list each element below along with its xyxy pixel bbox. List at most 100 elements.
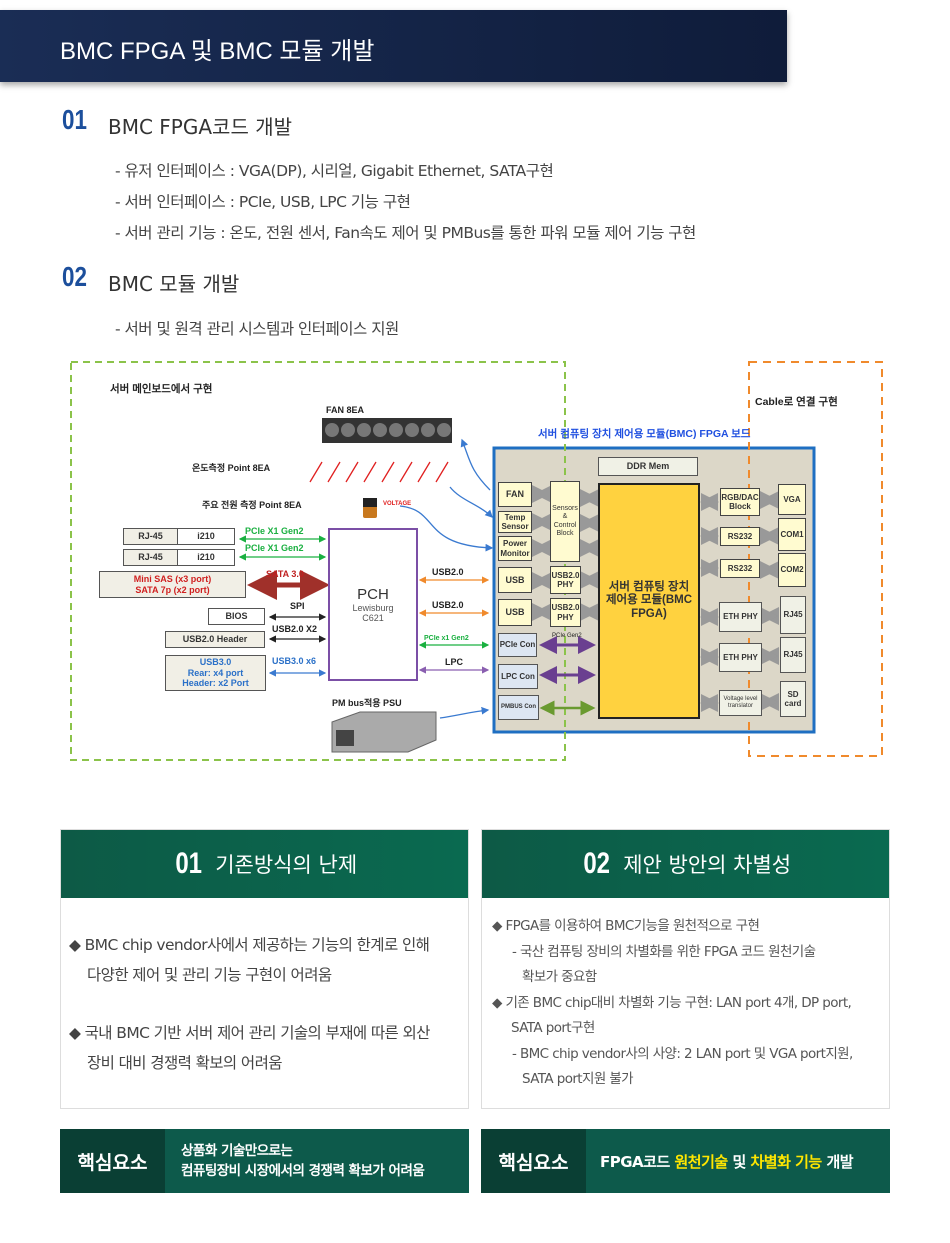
page-title: BMC FPGA 및 BMC 모듈 개발 bbox=[60, 38, 375, 65]
solution-panel: 02 제안 방안의 차별성 ◆ FPGA를 이용하여 BMC기능을 원천적으로 구… bbox=[481, 829, 890, 1109]
sata-label: SATA 3.0 bbox=[266, 569, 304, 579]
bullet: - 서버 및 원격 관리 시스템과 인터페이스 지원 bbox=[115, 320, 399, 338]
lpc-label: LPC bbox=[445, 657, 463, 667]
page-header: BMC FPGA 및 BMC 모듈 개발 bbox=[0, 10, 787, 82]
voltage-translator-box: Voltage level translator bbox=[719, 690, 762, 716]
pcie-label: PCIe X1 Gen2 bbox=[245, 526, 304, 536]
problem-panel: 01 기존방식의 난제 ◆ BMC chip vendor사에서 제공하는 기능의… bbox=[60, 829, 469, 1109]
pcie-label: PCIe X1 Gen2 bbox=[245, 543, 304, 553]
panel-line: ◆ 기존 BMC chip대비 차별화 기능 구현: LAN port 4개, … bbox=[492, 994, 852, 1011]
section-title: BMC FPGA코드 개발 bbox=[108, 115, 293, 139]
lpc-con-box: LPC Con bbox=[498, 664, 538, 689]
key-text: 개발 bbox=[826, 1152, 854, 1171]
power-label: 주요 전원 측정 Point 8EA bbox=[202, 500, 302, 510]
panel-title: 기존방식의 난제 bbox=[215, 853, 358, 877]
pmbus-con-box: PMBUS Con bbox=[498, 695, 539, 720]
fan-box: FAN bbox=[498, 482, 532, 507]
panel-line: ◆ FPGA를 이용하여 BMC기능을 원천적으로 구현 bbox=[492, 918, 760, 934]
battery-icon bbox=[363, 498, 377, 518]
key-text: 및 bbox=[732, 1152, 746, 1171]
bios-box: BIOS bbox=[208, 608, 265, 625]
key-text: 상품화 기술만으로는 bbox=[181, 1143, 293, 1159]
key-highlight: 원천기술 bbox=[674, 1152, 729, 1171]
i210-box: i210 bbox=[177, 549, 235, 566]
panel-line: 다양한 제어 및 관리 기능 구현이 어려움 bbox=[87, 966, 332, 984]
panel-line: 확보가 중요함 bbox=[522, 969, 597, 985]
panel-line: 장비 대비 경쟁력 확보의 어려움 bbox=[87, 1054, 282, 1072]
sas-text: Mini SAS (x3 port) bbox=[133, 574, 212, 585]
voltage-label: VOLTAGE bbox=[383, 501, 412, 507]
panel-line: SATA port지원 불가 bbox=[522, 1071, 634, 1087]
usb2-x2-label: USB2.0 X2 bbox=[272, 624, 318, 634]
rj45-port-box: RJ45 bbox=[780, 596, 806, 634]
mainboard-label: 서버 메인보드에서 구현 bbox=[110, 383, 213, 395]
usb20-label: USB2.0 bbox=[432, 567, 464, 577]
pcie-small-label: PCIe x1 Gen2 bbox=[424, 635, 469, 642]
panel-number: 01 bbox=[175, 847, 202, 880]
key-label: 핵심요소 bbox=[60, 1129, 165, 1193]
key-text: FPGA코드 bbox=[600, 1152, 670, 1171]
panel-body: ◆ BMC chip vendor사에서 제공하는 기능의 한계로 인해 다양한… bbox=[61, 898, 468, 1078]
usb3-text: USB3.0 bbox=[199, 657, 232, 668]
bullet: - 서버 인터페이스 : PCIe, USB, LPC 기능 구현 bbox=[115, 193, 411, 211]
bullet: - 서버 관리 기능 : 온도, 전원 센서, Fan속도 제어 및 PMBus… bbox=[115, 224, 696, 242]
board-title: 서버 컴퓨팅 장치 제어용 모듈(BMC) FPGA 보드 bbox=[538, 428, 751, 440]
sensors-block: Sensors & Control Block bbox=[550, 481, 580, 562]
section-number: 01 bbox=[62, 104, 87, 135]
rs232-box: RS232 bbox=[720, 559, 760, 578]
sata7p-text: SATA 7p (x2 port) bbox=[135, 584, 210, 595]
psu-label: PM bus적용 PSU bbox=[332, 698, 402, 708]
section-title: BMC 모듈 개발 bbox=[108, 272, 240, 296]
i210-box: i210 bbox=[177, 528, 235, 545]
com2-box: COM2 bbox=[778, 553, 806, 587]
rgb-dac-box: RGB/DAC Block bbox=[720, 488, 760, 516]
spi-label: SPI bbox=[290, 601, 305, 611]
panel-body: ◆ FPGA를 이용하여 BMC기능을 원천적으로 구현 - 국산 컴퓨팅 장비… bbox=[482, 898, 889, 1093]
psu-icon bbox=[331, 711, 437, 753]
pcie-con-box: PCIe Con bbox=[498, 633, 537, 657]
key-text: 컴퓨팅장비 시장에서의 경쟁력 확보가 어려움 bbox=[181, 1163, 425, 1179]
key-highlight: 차별화 기능 bbox=[750, 1152, 822, 1171]
usb3-rear: Rear: x4 port bbox=[187, 667, 244, 678]
pcie-gen2-label: PCIe Gen2 bbox=[552, 633, 582, 639]
usb3-x6-label: USB3.0 x6 bbox=[272, 656, 317, 666]
section-number: 02 bbox=[62, 261, 87, 292]
pch-title: PCH bbox=[357, 585, 389, 603]
usb-box: USB bbox=[498, 599, 532, 626]
panel-line: ◆ BMC chip vendor사에서 제공하는 기능의 한계로 인해 bbox=[69, 936, 430, 954]
pch-box: PCH Lewisburg C621 bbox=[328, 528, 418, 681]
temp-label: 온도측정 Point 8EA bbox=[192, 463, 271, 473]
usb-phy-box: USB2.0 PHY bbox=[550, 598, 581, 627]
cable-label: Cable로 연결 구현 bbox=[755, 396, 838, 408]
panel-header: 02 제안 방안의 차별성 bbox=[482, 830, 889, 898]
usb-phy-box: USB2.0 PHY bbox=[550, 566, 581, 594]
usb-box: USB bbox=[498, 567, 532, 593]
panel-line: SATA port구현 bbox=[511, 1020, 595, 1036]
panel-title: 제안 방안의 차별성 bbox=[623, 853, 792, 877]
panel-number: 02 bbox=[583, 847, 610, 880]
bullet: - 유저 인터페이스 : VGA(DP), 시리얼, Gigabit Ether… bbox=[115, 162, 554, 180]
panel-line: ◆ 국내 BMC 기반 서버 제어 관리 기술의 부재에 따른 외산 bbox=[69, 1024, 430, 1042]
panel-line: - 국산 컴퓨팅 장비의 차별화를 위한 FPGA 코드 원천기술 bbox=[512, 943, 816, 960]
key-label: 핵심요소 bbox=[481, 1129, 586, 1193]
key-factor-bar: 핵심요소 상품화 기술만으로는 컴퓨팅장비 시장에서의 경쟁력 확보가 어려움 bbox=[60, 1129, 469, 1193]
rs232-box: RS232 bbox=[720, 527, 760, 546]
usb2-header-box: USB2.0 Header bbox=[165, 631, 265, 648]
usb20-label: USB2.0 bbox=[432, 600, 464, 610]
rj45-box: RJ-45 bbox=[123, 528, 178, 545]
fan-icons bbox=[322, 418, 452, 443]
pch-sub: C621 bbox=[362, 613, 384, 624]
ddr-box: DDR Mem bbox=[598, 457, 698, 476]
panel-header: 01 기존방식의 난제 bbox=[61, 830, 468, 898]
power-monitor-box: Power Monitor bbox=[498, 536, 532, 561]
eth-phy-box: ETH PHY bbox=[719, 643, 762, 672]
vga-box: VGA bbox=[778, 484, 806, 515]
fan-label: FAN 8EA bbox=[326, 405, 365, 415]
usb3-header: Header: x2 Port bbox=[182, 678, 249, 689]
eth-phy-box: ETH PHY bbox=[719, 602, 762, 632]
pch-sub: Lewisburg bbox=[352, 602, 394, 613]
panel-line: - BMC chip vendor사의 사양: 2 LAN port 및 VGA… bbox=[512, 1045, 853, 1062]
key-factor-bar: 핵심요소 FPGA코드 원천기술 및 차별화 기능 개발 bbox=[481, 1129, 890, 1193]
mini-sas-box: Mini SAS (x3 port)SATA 7p (x2 port) bbox=[99, 571, 246, 598]
